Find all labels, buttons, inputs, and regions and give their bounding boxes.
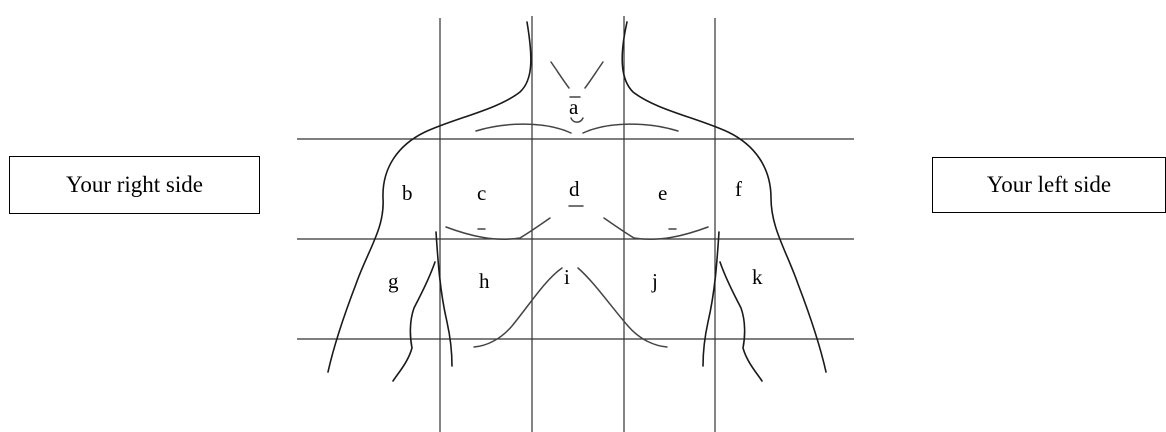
left-collarbone (583, 124, 678, 133)
left-pectoral-line (604, 218, 708, 239)
region-label-e: e (658, 181, 667, 205)
region-label-d: d (569, 177, 580, 201)
region-label-j: j (651, 269, 658, 293)
right-forearm-outline (393, 262, 435, 381)
region-label-i: i (564, 265, 570, 289)
region-label-b: b (402, 181, 413, 205)
left-inner-arm-outline (703, 232, 719, 366)
region-label-f: f (735, 177, 742, 201)
region-label-c: c (477, 181, 486, 205)
right-inner-arm-outline (436, 232, 452, 366)
region-label-h: h (479, 269, 490, 293)
region-label-a: a (569, 95, 579, 119)
right-pectoral-line (446, 218, 550, 239)
right-neck-shoulder-arm-outline (328, 22, 531, 372)
left-neck-shoulder-arm-outline (622, 22, 826, 372)
region-label-g: g (388, 269, 399, 293)
throat-left-mark (551, 62, 569, 88)
throat-right-mark (585, 62, 603, 88)
right-collarbone (476, 124, 571, 133)
region-label-k: k (752, 265, 763, 289)
